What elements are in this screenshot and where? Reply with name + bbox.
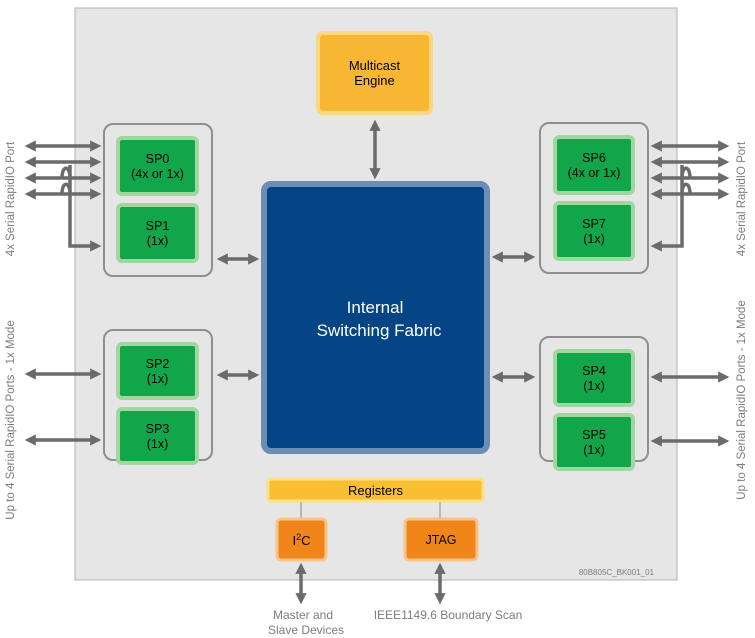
figure-id: 80B805C_BK001_01 [579,568,655,577]
multicast-label-line1: Multicast [349,58,401,73]
port-sp2: SP2 (1x) [116,342,199,400]
multicast-engine: Multicast Engine [316,31,433,115]
left-4x-port-lines [24,140,102,252]
port-sp4-mode: (1x) [583,379,605,393]
port-sp1-mode: (1x) [147,234,169,248]
switching-fabric: Internal Switching Fabric [261,181,490,454]
fabric-label-line2: Switching Fabric [317,321,442,340]
port-sp6: SP6 (4x or 1x) [553,135,635,195]
fabric-label-line1: Internal [347,298,404,317]
port-sp3-name: SP3 [146,422,170,436]
port-sp4: SP4 (1x) [553,349,635,407]
port-sp7-name: SP7 [582,217,606,231]
jtag-label: JTAG [425,533,456,547]
port-sp3: SP3 (1x) [116,407,199,465]
port-sp5-name: SP5 [582,428,606,442]
port-sp5: SP5 (1x) [553,413,635,471]
registers-bar: Registers [266,477,485,503]
left-1x-port-lines [24,368,102,446]
port-sp4-name: SP4 [582,364,606,378]
master-slave-label-line2: Slave Devices [268,623,344,637]
right-top-side-label: 4x Serial RapidIO Port [736,141,748,256]
i2c-block: I2C [275,517,328,562]
right-1x-port-lines [650,371,730,447]
port-sp1-name: SP1 [146,219,170,233]
port-sp0-mode: (4x or 1x) [131,167,184,181]
multicast-label-line2: Engine [354,73,394,88]
port-sp0: SP0 (4x or 1x) [116,136,199,196]
left-bottom-side-label: Up to 4 Serial RapidIO Ports - 1x Mode [5,320,17,519]
registers-label: Registers [348,483,403,498]
port-sp2-mode: (1x) [147,372,169,386]
master-slave-label-line1: Master and [273,608,333,622]
right-bottom-side-label: Up to 4 Serial RapidIO Ports - 1x Mode [736,300,748,499]
port-sp1: SP1 (1x) [116,203,199,263]
jtag-external-label: IEEE1149.6 Boundary Scan [374,608,523,622]
port-sp5-mode: (1x) [583,443,605,457]
left-top-side-label: 4x Serial RapidIO Port [5,141,17,256]
jtag-block: JTAG [403,517,479,562]
port-sp7: SP7 (1x) [553,201,635,261]
i2c-label: I2C [292,532,310,548]
port-sp6-mode: (4x or 1x) [568,166,621,180]
port-sp2-name: SP2 [146,357,170,371]
port-sp3-mode: (1x) [147,437,169,451]
right-4x-port-lines [650,140,730,252]
port-sp7-mode: (1x) [583,232,605,246]
port-sp0-name: SP0 [146,152,170,166]
port-sp6-name: SP6 [582,151,606,165]
